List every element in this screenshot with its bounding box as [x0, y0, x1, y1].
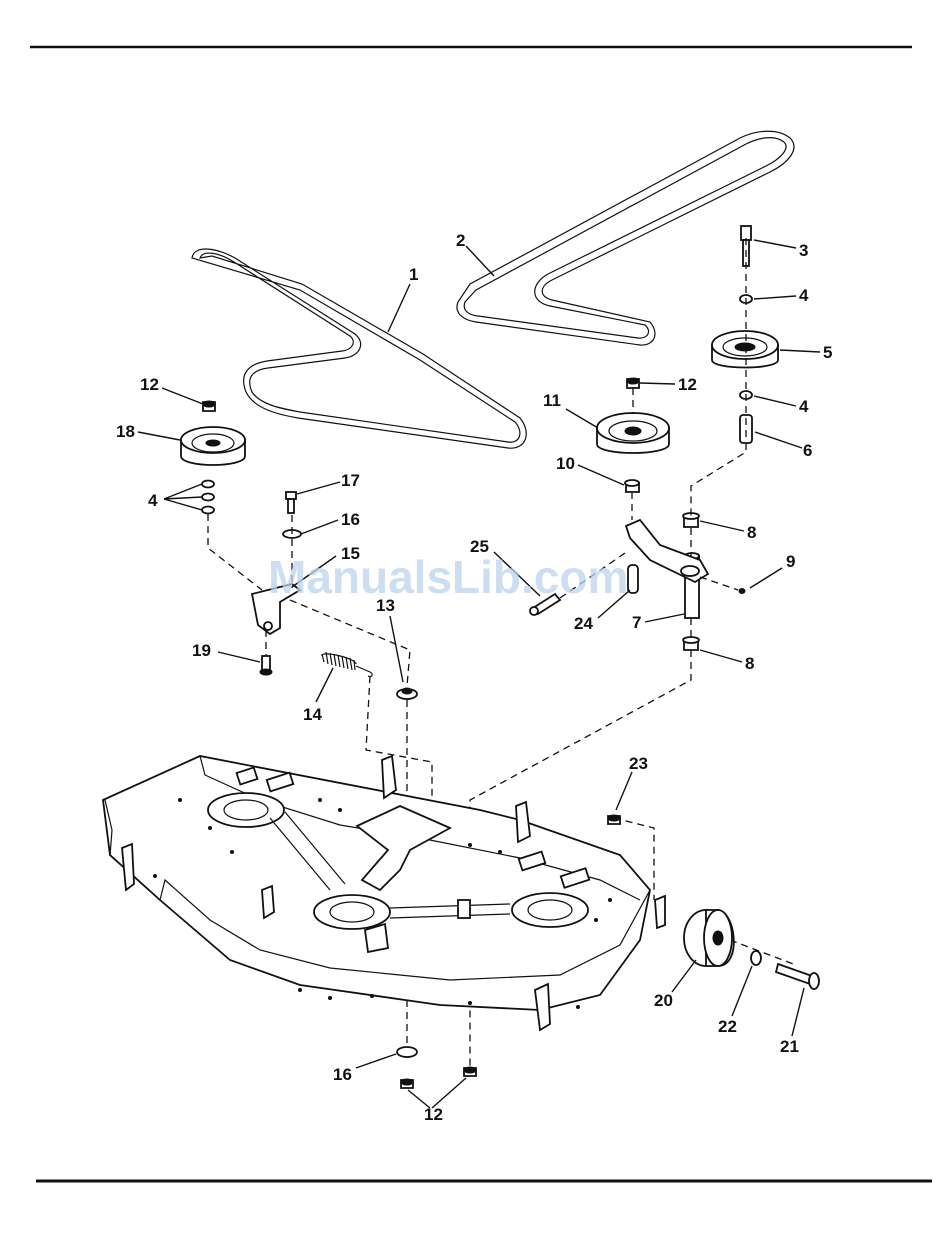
pulley-11: [597, 413, 669, 453]
fitting-9: [739, 589, 745, 594]
pulley-18: [181, 427, 245, 465]
callout-10: 10: [556, 454, 575, 473]
washer-4a: [202, 481, 214, 488]
callout-6: 6: [803, 441, 812, 460]
spring-14: [322, 652, 372, 677]
callout-19: 19: [192, 641, 211, 660]
bolt-21: [776, 964, 819, 989]
callout-14: 14: [303, 705, 322, 724]
nut-23: [608, 815, 620, 824]
callout-4-mid: 4: [799, 397, 809, 416]
washer-4b: [202, 494, 214, 501]
washer-22: [751, 951, 761, 965]
callout-23: 23: [629, 754, 648, 773]
callout-18: 18: [116, 422, 135, 441]
callout-12-left: 12: [140, 375, 159, 394]
pivot-13: [397, 688, 417, 699]
washer-16-bottom: [397, 1047, 417, 1057]
callout-16-top: 16: [341, 510, 360, 529]
callout-1: 1: [409, 265, 418, 284]
wheel-20: [684, 910, 734, 966]
callout-17: 17: [341, 471, 360, 490]
callout-9: 9: [786, 552, 795, 571]
callout-16-bottom: 16: [333, 1065, 352, 1084]
nut-12-bottom-left: [401, 1079, 413, 1088]
callout-22: 22: [718, 1017, 737, 1036]
callout-2: 2: [456, 231, 465, 250]
bolt-17: [286, 492, 296, 513]
callout-4-left: 4: [148, 491, 158, 510]
pin-24: [628, 565, 638, 593]
bolt-19: [260, 656, 272, 675]
callout-12-center: 12: [678, 375, 697, 394]
callout-20: 20: [654, 991, 673, 1010]
callout-11: 11: [543, 391, 561, 410]
belt-1: [192, 249, 526, 448]
callout-8-bottom: 8: [745, 654, 754, 673]
bolt-3: [741, 226, 751, 266]
washer-4c: [202, 507, 214, 514]
callout-3: 3: [799, 241, 808, 260]
mower-deck: [103, 756, 665, 1030]
callout-8-top: 8: [747, 523, 756, 542]
callout-5: 5: [823, 343, 832, 362]
nut-12-bottom-right: [464, 1067, 476, 1076]
pulley-5: [712, 331, 778, 368]
callout-12-bottom: 12: [424, 1105, 443, 1124]
callout-4-top: 4: [799, 286, 809, 305]
callout-24: 24: [574, 614, 593, 633]
callout-21: 21: [780, 1037, 799, 1056]
callout-7: 7: [632, 613, 641, 632]
watermark: ManualsLib.com: [268, 551, 628, 603]
